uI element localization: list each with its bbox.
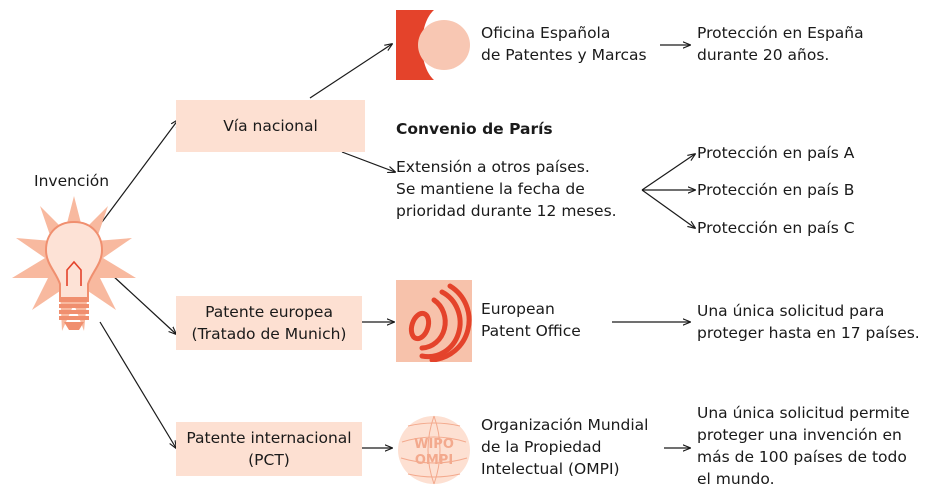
national-route-box: Vía nacional [176,100,365,152]
international-patent-line-1: Patente internacional [186,429,352,447]
wipo-name-line-2: de la Propiedad [481,438,602,456]
international-result-line-3: más de 100 países de todo [697,448,907,466]
european-patent-line-2: (Tratado de Munich) [191,325,347,343]
epo-logo [396,280,472,362]
country-c-protection: Protección en país C [697,219,855,237]
paris-description-line-3: prioridad durante 12 meses. [396,202,617,220]
paris-convention-title: Convenio de París [396,120,553,138]
country-a-protection: Protección en país A [697,144,855,162]
oepm-logo [396,10,470,80]
epo-name: European Patent Office [481,298,581,342]
arrow-invention-to-national [101,120,178,223]
spain-protection-line-2: durante 20 años. [697,46,830,64]
arrow-national-to-oepm [309,44,392,99]
arrow-invention-to-european [111,274,176,334]
oepm-name-line-2: de Patentes y Marcas [481,46,647,64]
international-result-line-4: el mundo. [697,470,775,488]
international-result-line-1: Una única solicitud permite [697,404,910,422]
svg-text:WIPO: WIPO [414,437,454,452]
wipo-name: Organización Mundial de la Propiedad Int… [481,414,648,480]
european-result-text: Una única solicitud para proteger hasta … [697,300,920,344]
international-result-text: Una única solicitud permite proteger una… [697,402,910,490]
paris-description-line-1: Extensión a otros países. [396,158,590,176]
wipo-name-line-1: Organización Mundial [481,416,649,434]
oepm-name-line-1: Oficina Española [481,24,611,42]
light-bulb-icon [12,196,136,331]
arrow-national-to-paris [341,151,395,172]
spain-protection-line-1: Protección en España [697,24,864,42]
paris-convention-description: Extensión a otros países. Se mantiene la… [396,156,617,222]
arrow-invention-to-international [99,321,176,448]
epo-name-line-1: European [481,300,555,318]
national-route-label: Vía nacional [223,117,318,135]
arrow-paris-to-country-c [641,189,695,228]
paris-description-line-2: Se mantiene la fecha de [396,180,585,198]
epo-name-line-2: Patent Office [481,322,581,340]
european-result-line-1: Una única solicitud para [697,302,885,320]
country-b-protection: Protección en país B [697,181,855,199]
spain-protection-text: Protección en España durante 20 años. [697,22,864,66]
arrow-paris-to-country-a [641,154,695,191]
international-patent-line-2: (PCT) [248,451,290,469]
svg-text:OMPI: OMPI [415,453,453,468]
european-patent-box: Patente europea (Tratado de Munich) [176,296,362,350]
wipo-ompi-logo: WIPO OMPI [398,415,470,485]
international-patent-box: Patente internacional (PCT) [176,422,362,476]
european-result-line-2: proteger hasta en 17 países. [697,324,920,342]
wipo-name-line-3: Intelectual (OMPI) [481,460,620,478]
oepm-name: Oficina Española de Patentes y Marcas [481,22,647,66]
invention-label: Invención [34,172,110,190]
european-patent-line-1: Patente europea [205,303,333,321]
international-result-line-2: proteger una invención en [697,426,902,444]
